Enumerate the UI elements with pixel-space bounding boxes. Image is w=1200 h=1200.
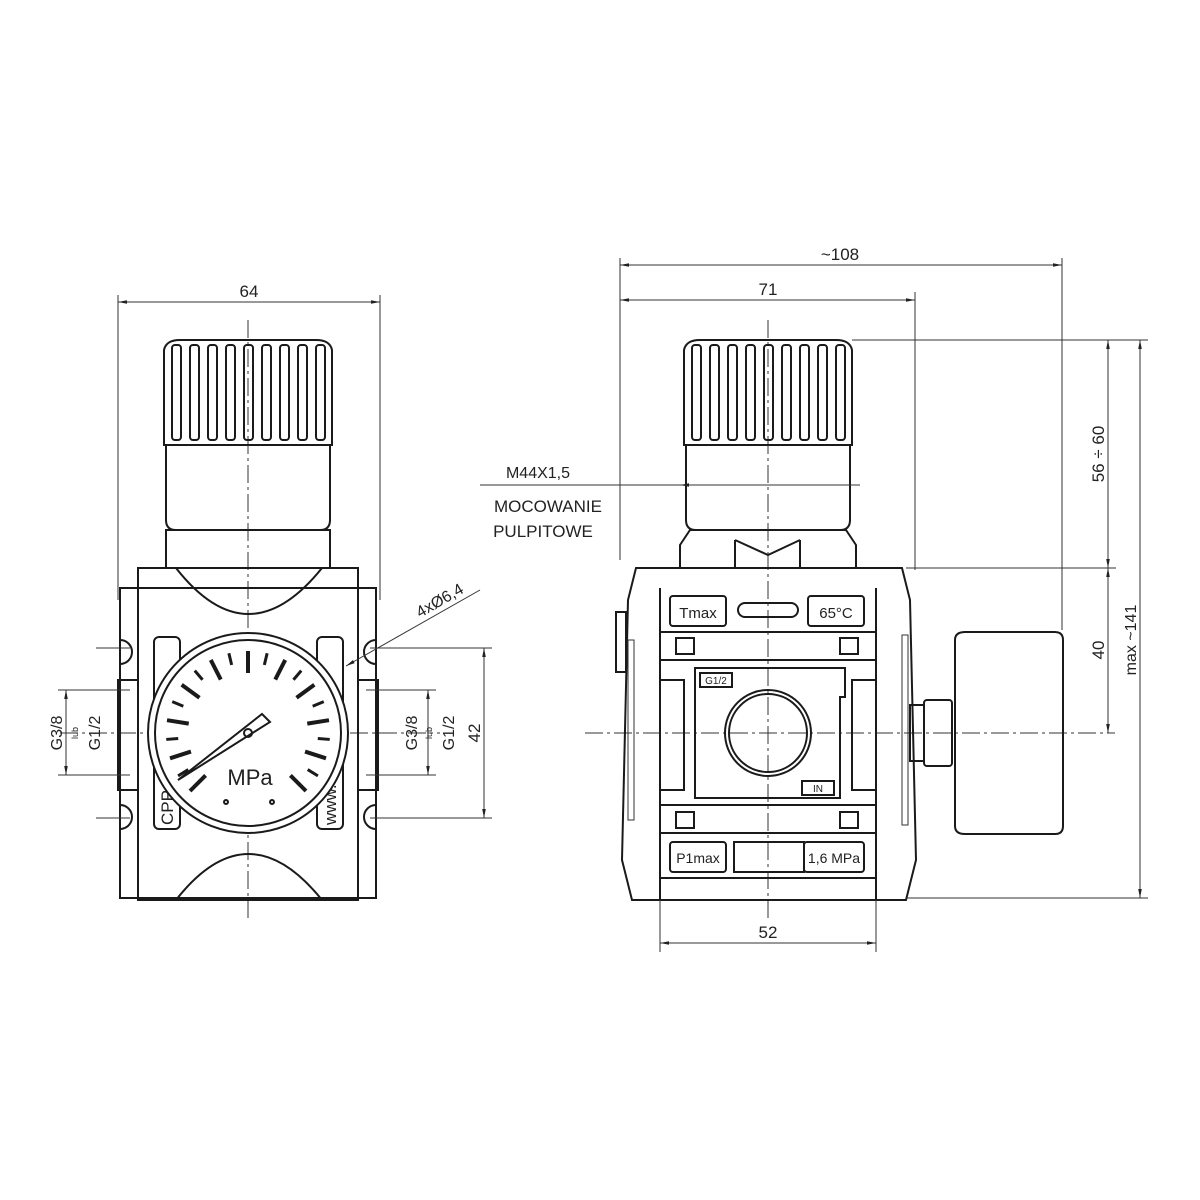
gauge-tick	[262, 652, 269, 666]
knob-grip-rib	[261, 344, 272, 441]
knob-grip-rib	[207, 344, 218, 441]
gauge-tick	[306, 718, 330, 726]
knob-grip-rib	[189, 344, 200, 441]
gauge-tick	[312, 700, 325, 708]
dim-max-height: max ~141	[1123, 605, 1140, 676]
front-view: CPP S.A. www...pl MPa 64 42 G3/8 lub G1/…	[49, 282, 492, 920]
gauge-tick	[295, 683, 316, 700]
gauge-tick	[317, 736, 330, 741]
port-right-size-a: G3/8	[404, 716, 421, 751]
port-left-size-b: G1/2	[87, 716, 104, 751]
knob-grip-rib	[799, 344, 810, 441]
gauge-tick	[208, 659, 223, 681]
knob-grip-rib	[171, 344, 182, 441]
side-gauge	[909, 631, 1064, 835]
dim-mount-holes: 4xØ6,4	[414, 581, 467, 622]
plate-p1max: P1max	[676, 850, 720, 866]
dim-overall-width: ~108	[821, 245, 859, 264]
knob-grip-rib	[279, 344, 290, 441]
port-right-size-b: G1/2	[441, 716, 458, 751]
knob-grip-rib	[709, 344, 720, 441]
knob-grip-rib	[745, 344, 756, 441]
gauge-tick	[193, 669, 204, 681]
knob-grip-rib	[835, 344, 846, 441]
port-left-size-a: G3/8	[49, 716, 66, 751]
dim-hole-spacing-42: 42	[465, 724, 484, 743]
knob-grip-rib	[297, 344, 308, 441]
dim-center-height: 40	[1089, 641, 1108, 660]
gauge-unit: MPa	[227, 765, 273, 790]
knob-grip-rib	[225, 344, 236, 441]
knob-grip-rib	[727, 344, 738, 441]
plate-pressure: 1,6 MPa	[808, 850, 860, 866]
dim-width-64: 64	[240, 282, 259, 301]
port-label: G1/2	[705, 676, 727, 687]
knob-grip-rib	[781, 344, 792, 441]
knob-grip-rib	[315, 344, 326, 441]
port-left-or: lub	[70, 727, 80, 739]
gauge-tick	[289, 774, 308, 793]
adjusting-knob-side	[683, 339, 853, 446]
inlet-label: IN	[813, 784, 823, 795]
gauge-tick	[171, 700, 184, 708]
dim-knob-height: 56 ÷ 60	[1089, 426, 1108, 483]
gauge-tick	[273, 659, 288, 681]
gauge-tick	[227, 652, 234, 666]
plate-temp: 65°C	[819, 605, 853, 622]
knob-grip-rib	[691, 344, 702, 441]
port-right-or: lub	[424, 727, 434, 739]
plate-tmax: Tmax	[679, 605, 717, 622]
gauge-tick	[188, 774, 207, 793]
knob-grip-rib	[243, 344, 254, 441]
gauge-tick	[306, 768, 319, 778]
gauge-tick	[292, 669, 303, 681]
adjusting-knob	[163, 339, 333, 446]
knob-grip-rib	[763, 344, 774, 441]
gauge-tick	[166, 718, 190, 726]
gauge-tick	[180, 683, 201, 700]
knob-grip-rib	[817, 344, 828, 441]
dim-base-width: 52	[759, 923, 778, 942]
gauge-tick	[177, 768, 190, 778]
thread-label: M44X1,5	[506, 465, 570, 482]
dim-body-width: 71	[759, 280, 778, 299]
pressure-gauge: MPa	[147, 632, 349, 834]
gauge-tick	[304, 749, 327, 761]
regulator-body-side: Tmax 65°C G1/2 IN P1max 1,6 MPa	[615, 567, 918, 901]
gauge-tick	[169, 749, 192, 761]
gauge-tick	[166, 736, 179, 741]
gauge-needle	[177, 712, 272, 781]
mount-label-line1: MOCOWANIE	[494, 497, 602, 516]
mount-label-line2: PULPITOWE	[493, 522, 593, 541]
side-view: Tmax 65°C G1/2 IN P1max 1,6 MPa	[480, 245, 1148, 952]
